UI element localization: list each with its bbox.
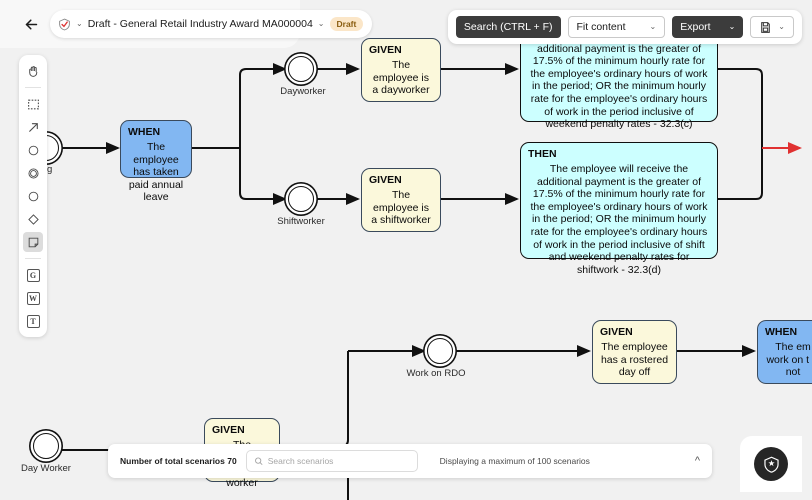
search-button-label: Search (CTRL + F) bbox=[463, 21, 553, 33]
node-given-rostered-day-off-text: The employee has a rostered day off bbox=[600, 341, 669, 379]
thick-circle-icon bbox=[27, 190, 40, 203]
node-given-rostered-day-off-keyword: GIVEN bbox=[600, 326, 633, 338]
search-icon bbox=[254, 457, 263, 465]
intermediate-event-tool[interactable] bbox=[23, 163, 43, 183]
marquee-select-tool[interactable] bbox=[23, 94, 43, 114]
scenario-search[interactable] bbox=[245, 450, 418, 472]
save-chevron-down-icon: ⌄ bbox=[778, 22, 785, 31]
canvas-toolbar: Search (CTRL + F) Fit content ⌄ Export ⌄… bbox=[447, 10, 802, 44]
zoom-level-label: Fit content bbox=[576, 21, 626, 33]
node-when-paid-annual-leave-keyword: WHEN bbox=[128, 126, 161, 138]
node-when-paid-annual-leave-text: The employee has taken paid annual leave bbox=[128, 141, 184, 204]
document-title: Draft - General Retail Industry Award MA… bbox=[87, 18, 313, 30]
node-given-shiftworker[interactable]: GIVEN The employee is a shiftworker bbox=[361, 168, 441, 232]
node-given-dayworker-keyword: GIVEN bbox=[369, 44, 402, 56]
titlebar: ⌄ Draft - General Retail Industry Award … bbox=[0, 0, 373, 48]
export-button[interactable]: Export ⌄ bbox=[672, 16, 744, 38]
event-shiftworker[interactable] bbox=[288, 186, 314, 212]
doc-icon-chevron[interactable]: ⌄ bbox=[76, 19, 83, 28]
end-event-tool[interactable] bbox=[23, 186, 43, 206]
node-when-work-on-rdo-keyword: WHEN bbox=[765, 326, 798, 338]
start-event-tool[interactable] bbox=[23, 140, 43, 160]
event-day-worker-label: Day Worker bbox=[21, 463, 71, 474]
chevron-down-icon: ⌄ bbox=[649, 22, 657, 31]
node-given-shiftworker-text: The employee is a shiftworker bbox=[371, 189, 431, 227]
hand-icon bbox=[27, 65, 40, 78]
event-work-on-rdo-label: Work on RDO bbox=[406, 368, 466, 379]
dashed-rectangle-icon bbox=[27, 98, 40, 111]
when-tool[interactable]: W bbox=[23, 288, 43, 308]
save-button[interactable]: ⌄ bbox=[750, 16, 794, 38]
zoom-level-select[interactable]: Fit content ⌄ bbox=[567, 16, 666, 38]
given-tool[interactable]: G bbox=[23, 265, 43, 285]
help-shield-button[interactable] bbox=[754, 447, 788, 481]
node-then-shift-weekend-penalty-keyword: THEN bbox=[528, 148, 557, 160]
letter-w-icon: W bbox=[26, 291, 40, 305]
chevron-up-icon[interactable]: ^ bbox=[694, 455, 700, 467]
scenario-search-input[interactable] bbox=[267, 456, 410, 466]
search-button[interactable]: Search (CTRL + F) bbox=[455, 16, 561, 38]
then-tool[interactable]: T bbox=[23, 311, 43, 331]
arrow-up-right-icon bbox=[27, 121, 40, 134]
save-disk-icon bbox=[761, 21, 771, 33]
back-button[interactable] bbox=[20, 13, 42, 35]
fab-container bbox=[740, 436, 802, 492]
sticky-note-icon bbox=[27, 236, 40, 249]
event-dayworker-label: Dayworker bbox=[280, 86, 326, 97]
shield-check-icon bbox=[59, 18, 70, 30]
gateway-tool[interactable] bbox=[23, 209, 43, 229]
event-dayworker[interactable] bbox=[288, 56, 314, 82]
doc-title-chevron[interactable]: ⌄ bbox=[317, 19, 325, 28]
status-badge: Draft bbox=[329, 17, 364, 31]
node-then-weekend-penalty-text: The employee will receive the additional… bbox=[530, 30, 708, 131]
letter-g-icon: G bbox=[26, 268, 40, 282]
scenario-count-label: Number of total scenarios 70 bbox=[120, 456, 237, 466]
arrow-left-icon bbox=[25, 18, 37, 30]
diamond-icon bbox=[27, 213, 40, 226]
hand-tool[interactable] bbox=[23, 61, 43, 81]
circle-icon bbox=[27, 144, 40, 157]
node-when-work-on-rdo[interactable]: WHEN The em work on t is not bbox=[757, 320, 812, 384]
export-button-label: Export bbox=[680, 21, 711, 33]
node-given-dayworker[interactable]: GIVEN The employee is a dayworker bbox=[361, 38, 441, 102]
node-when-work-on-rdo-text: The em work on t is not bbox=[766, 341, 812, 379]
node-then-shift-weekend-penalty[interactable]: THEN The employee will receive the additi… bbox=[520, 142, 718, 276]
export-chevron-down-icon: ⌄ bbox=[728, 22, 736, 31]
scenario-bar: Number of total scenarios 70 Displaying … bbox=[108, 444, 712, 478]
rail-divider bbox=[25, 258, 41, 259]
shield-icon bbox=[763, 456, 779, 473]
event-shiftworker-label: Shiftworker bbox=[277, 216, 325, 227]
node-then-shift-weekend-penalty-text: The employee will receive the additional… bbox=[530, 163, 708, 276]
scenario-max-label: Displaying a maximum of 100 scenarios bbox=[439, 456, 590, 466]
node-given-rostered-day-off[interactable]: GIVEN The employee has a rostered day off bbox=[592, 320, 677, 384]
node-when-paid-annual-leave[interactable]: WHEN The employee has taken paid annual l… bbox=[120, 120, 192, 203]
double-circle-icon bbox=[27, 167, 40, 180]
node-given-shiftworker-keyword: GIVEN bbox=[369, 174, 402, 186]
event-work-on-rdo[interactable] bbox=[427, 338, 453, 364]
node-given-day-worker-keyword: GIVEN bbox=[212, 424, 245, 436]
node-given-dayworker-text: The employee is a dayworker bbox=[372, 59, 430, 97]
arrow-tool[interactable] bbox=[23, 117, 43, 137]
letter-t-icon: T bbox=[26, 314, 40, 328]
document-pill[interactable]: ⌄ Draft - General Retail Industry Award … bbox=[50, 10, 373, 38]
event-day-worker[interactable] bbox=[33, 433, 59, 459]
rail-divider bbox=[25, 87, 41, 88]
sticky-note-tool[interactable] bbox=[23, 232, 43, 252]
